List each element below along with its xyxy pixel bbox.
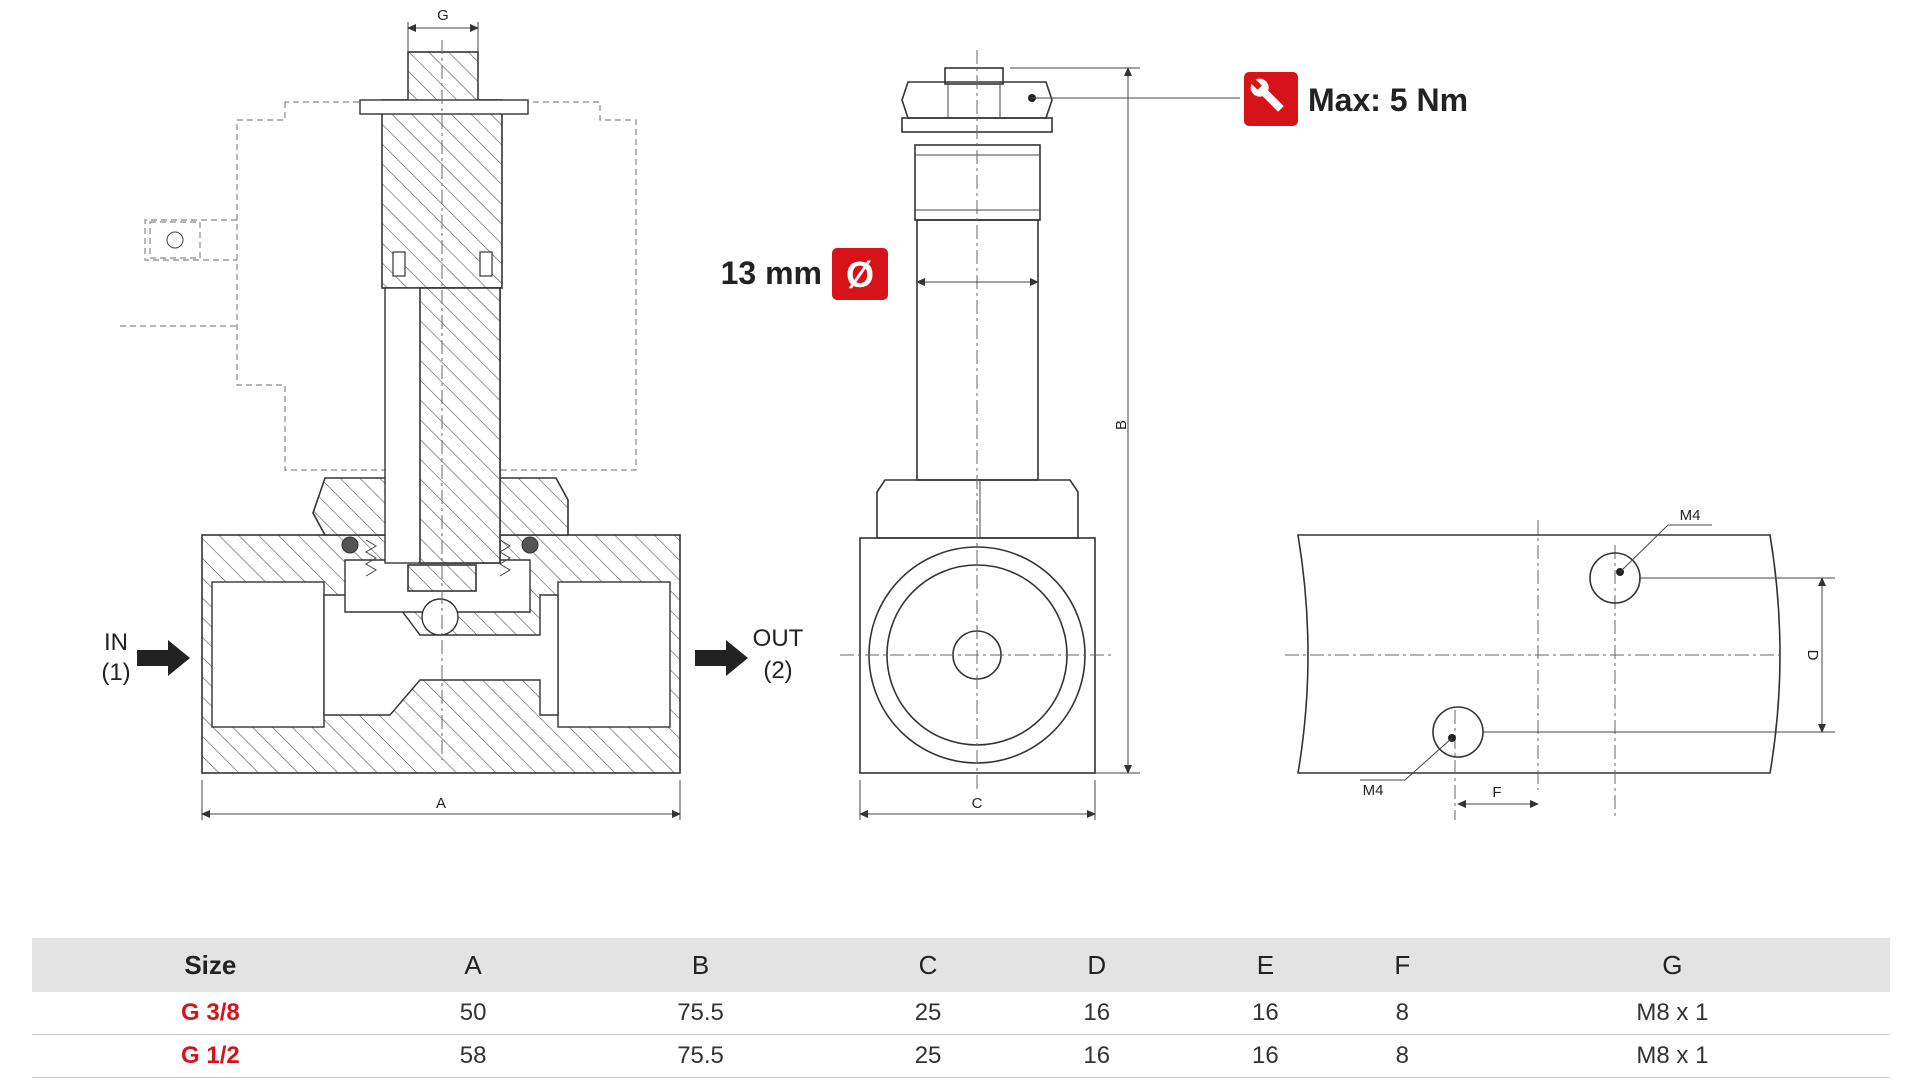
inlet-arrow: IN (1) <box>101 629 190 686</box>
diameter-callout: 13 mm Ø <box>721 248 888 300</box>
armature-tube-section <box>341 40 539 760</box>
dim-label-a: A <box>436 795 446 812</box>
dimension-b: B <box>1010 67 1140 774</box>
torque-callout: Max: 5 Nm <box>1244 72 1468 126</box>
table-cell: 25 <box>843 1034 1013 1078</box>
table-row: G 3/8 50 75.5 25 16 16 8 M8 x 1 <box>32 992 1890 1035</box>
dim-label-g: G <box>437 7 449 24</box>
table-cell: M8 x 1 <box>1454 1034 1890 1078</box>
dimension-a: A <box>201 780 681 820</box>
table-cell: 16 <box>1012 992 1182 1035</box>
table-cell: 16 <box>1181 992 1350 1035</box>
dimension-f: F <box>1457 784 1539 808</box>
thread-label-bottom: M4 <box>1363 782 1384 799</box>
table-cell: 75.5 <box>557 1034 844 1078</box>
inlet-port: (1) <box>101 659 130 686</box>
torque-leader <box>1028 94 1240 102</box>
thread-label-top: M4 <box>1680 507 1701 524</box>
dim-label-f: F <box>1492 784 1501 801</box>
dim-label-d: D <box>1804 650 1821 661</box>
table-header-row: Size A B C D E F G <box>32 938 1890 992</box>
inlet-label: IN <box>104 629 128 656</box>
section-view: G A IN (1) OUT (2) <box>101 7 804 820</box>
technical-drawing: G A IN (1) OUT (2) <box>101 7 1835 820</box>
table-cell: 16 <box>1181 1034 1350 1078</box>
header-size: Size <box>32 938 389 992</box>
header-d: D <box>1012 938 1182 992</box>
side-view: C B <box>840 50 1240 820</box>
bottom-view: M4 M4 D F <box>1285 507 1835 820</box>
header-e: E <box>1181 938 1350 992</box>
table-cell: 8 <box>1349 992 1455 1035</box>
mounting-hole-bottom <box>1432 706 1484 758</box>
dim-label-b: B <box>1113 420 1130 430</box>
dimension-c: C <box>859 780 1096 820</box>
dim-label-c: C <box>972 795 983 812</box>
outlet-port: (2) <box>763 657 792 684</box>
coil-outline <box>120 101 637 471</box>
table-cell: 8 <box>1349 1034 1455 1078</box>
header-a: A <box>388 938 558 992</box>
table-cell: 25 <box>843 992 1013 1035</box>
header-c: C <box>843 938 1013 992</box>
wrench-glyph <box>1249 77 1284 112</box>
table-cell: 50 <box>388 992 558 1035</box>
outlet-label: OUT <box>753 625 804 652</box>
diameter-icon <box>832 248 888 300</box>
table-cell: 16 <box>1012 1034 1182 1078</box>
diameter-symbol: Ø <box>846 254 874 295</box>
dimension-g: G <box>407 7 479 100</box>
table-cell: 75.5 <box>557 992 844 1035</box>
dimension-table: Size A B C D E F G G 3/8 50 75.5 25 16 1… <box>32 938 1890 1078</box>
size-cell: G 3/8 <box>32 992 389 1035</box>
outlet-arrow: OUT (2) <box>695 625 804 684</box>
diameter-value: 13 mm <box>721 255 822 291</box>
header-b: B <box>557 938 844 992</box>
header-g: G <box>1454 938 1890 992</box>
size-cell: G 1/2 <box>32 1034 389 1078</box>
table-cell: 58 <box>388 1034 558 1078</box>
header-f: F <box>1349 938 1455 992</box>
table-cell: M8 x 1 <box>1454 992 1890 1035</box>
torque-value: Max: 5 Nm <box>1308 82 1468 118</box>
dimension-d: D <box>1483 577 1835 733</box>
table-row: G 1/2 58 75.5 25 16 16 8 M8 x 1 <box>32 1034 1890 1078</box>
